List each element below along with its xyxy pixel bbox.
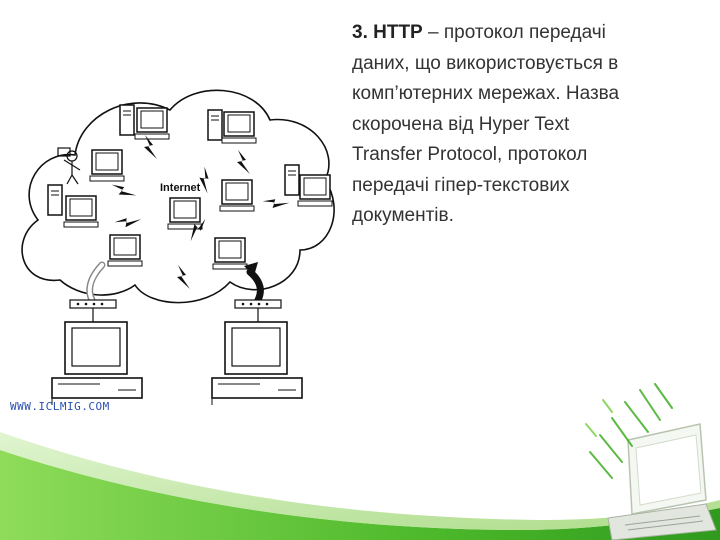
user-figure-icon <box>57 147 81 185</box>
hub-right <box>234 299 282 322</box>
laptop-icon <box>607 423 717 540</box>
slide-body: – протокол передачі даних, що використов… <box>352 22 620 226</box>
internet-label: Internet <box>160 182 201 194</box>
footer-decoration <box>0 383 720 540</box>
slide-text: 3. HTTP – протокол передачі даних, що ви… <box>352 18 707 232</box>
workstation-right <box>211 321 303 405</box>
watermark: WWW.ICLMIG.COM <box>10 400 110 413</box>
workstation-left <box>51 321 143 405</box>
internet-cloud <box>21 89 335 304</box>
hub-left <box>69 299 117 322</box>
data-stream-decoration <box>585 383 673 479</box>
network-diagram: Internet <box>21 89 335 405</box>
slide-heading: 3. HTTP <box>352 22 423 43</box>
